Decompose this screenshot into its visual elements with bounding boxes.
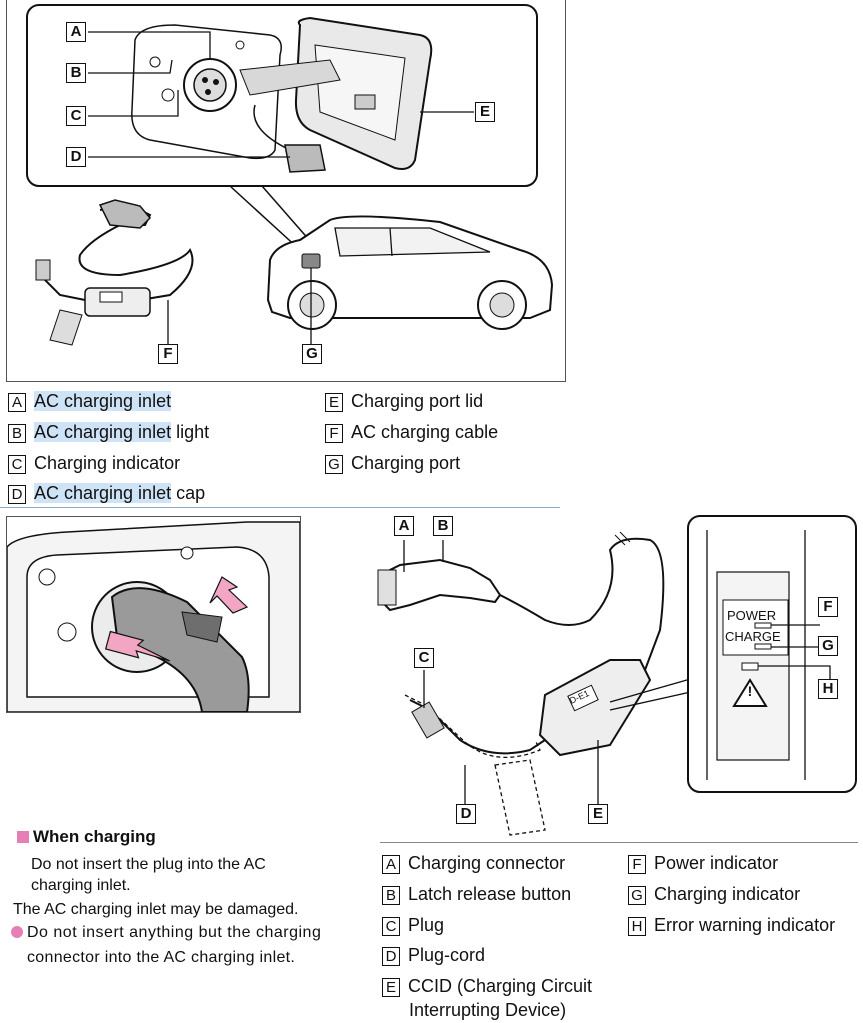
legend-letter: D: [8, 484, 26, 504]
legend-letter: B: [382, 885, 400, 905]
top-legend-f: F AC charging cable: [325, 421, 498, 443]
legend-text: Charging port lid: [351, 391, 484, 411]
legend-text: Power indicator: [654, 853, 779, 873]
insert-drawing: [7, 521, 300, 712]
bottom-legend-g: G Charging indicator: [628, 883, 800, 905]
top-legend-g: G Charging port: [325, 452, 460, 474]
top-figure-drawing: [26, 4, 554, 346]
legend-text: Latch release button: [408, 884, 572, 904]
legend-text: Plug: [408, 915, 445, 935]
top-legend-a: A AC charging inlet: [8, 390, 172, 412]
bottom-legend-a: A Charging connector: [382, 852, 565, 874]
top-callout-b: B: [66, 63, 86, 83]
legend-letter: C: [382, 916, 400, 936]
legend-letter: E: [325, 392, 343, 412]
bullet-dot: [11, 926, 23, 938]
legend-letter: H: [628, 916, 646, 936]
section-divider: [0, 507, 560, 508]
top-legend-d: D AC charging inlet cap: [8, 482, 205, 504]
legend-letter: C: [8, 454, 26, 474]
top-callout-f: F: [158, 344, 178, 364]
notes-line-2: charging inlet.: [31, 877, 131, 894]
top-callout-e: E: [475, 102, 495, 122]
legend-text: Charging port: [351, 453, 461, 473]
bullet-square: [17, 831, 29, 843]
legend-text: Error warning indicator: [654, 915, 836, 935]
notes-line-5: connector into the AC charging inlet.: [27, 949, 296, 966]
top-legend-b: B AC charging inlet light: [8, 421, 209, 443]
charge-label: CHARGE: [725, 629, 781, 644]
notes-line-1: Do not insert the plug into the AC: [31, 856, 266, 873]
legend-letter: G: [325, 454, 343, 474]
legend-highlight: AC charging inlet: [34, 422, 172, 442]
legend-text: light: [171, 422, 210, 442]
power-label: POWER: [727, 608, 777, 623]
legend-text: CCID (Charging Circuit: [408, 976, 593, 996]
legend-letter: B: [8, 423, 26, 443]
legend-text: AC charging cable: [351, 422, 499, 442]
top-callout-g: G: [302, 344, 322, 364]
ccid-callout-f: F: [818, 597, 838, 617]
bottom-legend-e-line2: Interrupting Device): [409, 1000, 567, 1020]
legend-letter: F: [325, 423, 343, 443]
legend-letter: D: [382, 946, 400, 966]
legend-letter: G: [628, 885, 646, 905]
bottom-legend-c: C Plug: [382, 914, 444, 936]
legend-letter: A: [382, 854, 400, 874]
ccid-callout-e: E: [588, 804, 608, 824]
ccid-drawing: [377, 515, 857, 836]
legend-letter: A: [8, 392, 26, 412]
legend-text: cap: [171, 483, 206, 503]
legend-text: Plug-cord: [408, 945, 486, 965]
top-callout-d: D: [66, 147, 86, 167]
legend-highlight: AC charging inlet: [34, 391, 172, 411]
ccid-callout-b: B: [433, 516, 453, 536]
ccid-callout-c: C: [414, 648, 434, 668]
notes-line-4: Do not insert anything but the charging: [27, 924, 322, 941]
bottom-legend-b: B Latch release button: [382, 883, 571, 905]
bottom-legend-h: H Error warning indicator: [628, 914, 835, 936]
bottom-legend-e: E CCID (Charging Circuit: [382, 975, 592, 997]
notes-heading: When charging: [33, 827, 156, 846]
warning-icon: !: [747, 683, 753, 699]
legend-text: Charging indicator: [654, 884, 801, 904]
top-callout-a: A: [66, 22, 86, 42]
legend-letter: E: [382, 977, 400, 997]
legend-text: Charging connector: [408, 853, 566, 873]
top-legend-c: C Charging indicator: [8, 452, 180, 474]
top-callout-c: C: [66, 106, 86, 126]
insert-figure-frame: [6, 516, 301, 713]
legend-letter: F: [628, 854, 646, 874]
ccid-callout-h: H: [818, 679, 838, 699]
legend-text: Charging indicator: [34, 453, 181, 473]
top-legend-e: E Charging port lid: [325, 390, 483, 412]
legend-highlight: AC charging inlet: [34, 483, 172, 503]
bottom-legend-f: F Power indicator: [628, 852, 778, 874]
ccid-callout-g: G: [818, 636, 838, 656]
ccid-callout-a: A: [394, 516, 414, 536]
bottom-legend-d: D Plug-cord: [382, 944, 485, 966]
ccid-callout-d: D: [456, 804, 476, 824]
notes-line-3: The AC charging inlet may be damaged.: [13, 901, 299, 918]
bottom-legend-divider: [380, 842, 858, 843]
